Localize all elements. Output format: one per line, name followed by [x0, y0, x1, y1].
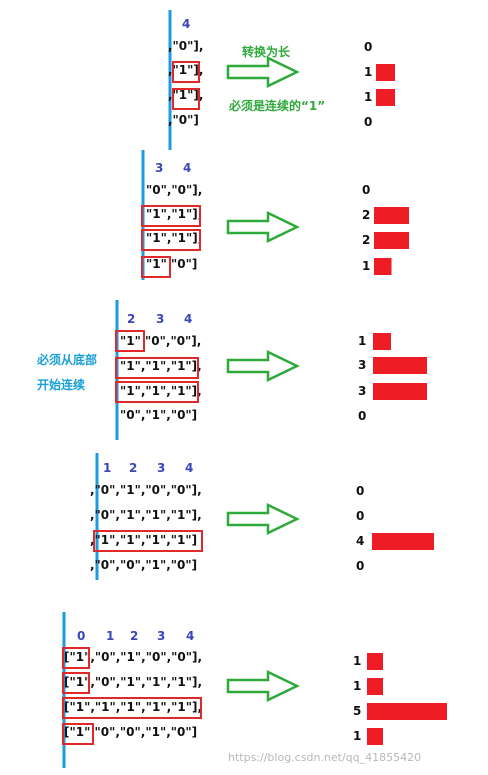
height-value: 0: [364, 115, 372, 129]
matrix-row: "1","1"],: [146, 231, 202, 245]
matrix-row: ,"0","1","0","0"],: [90, 483, 202, 497]
height-value: 0: [358, 409, 366, 423]
highlight-box: [62, 647, 90, 669]
height-value: 2: [362, 208, 370, 222]
height-bar: [367, 728, 383, 745]
column-index: 4: [186, 629, 194, 643]
height-value: 0: [356, 559, 364, 573]
column-index: 1: [106, 629, 114, 643]
highlight-box: [115, 330, 145, 352]
height-value: 0: [356, 484, 364, 498]
column-index: 4: [182, 17, 190, 31]
matrix-row: ,"0"],: [168, 39, 203, 53]
highlight-box: [62, 723, 94, 745]
column-index: 2: [130, 629, 138, 643]
highlight-box: [141, 256, 171, 278]
highlight-box: [115, 381, 199, 403]
matrix-row: ,"1"],: [168, 63, 203, 77]
matrix-row: "0","1","0"]: [120, 408, 197, 422]
matrix-row: ,"0","1","1","1"],: [90, 508, 202, 522]
highlight-box: [172, 88, 200, 110]
matrix-row: "1","1"],: [146, 207, 202, 221]
column-index: 4: [183, 161, 191, 175]
height-value: 2: [362, 233, 370, 247]
matrix-row: ,"1"],: [168, 88, 203, 102]
height-bar: [372, 533, 434, 550]
highlight-box: [93, 530, 203, 552]
height-bar: [376, 89, 395, 106]
height-bar: [367, 703, 447, 720]
height-value: 5: [353, 704, 361, 718]
highlight-box: [172, 61, 200, 83]
height-bar: [367, 678, 383, 695]
height-value: 0: [362, 183, 370, 197]
height-bar: [373, 357, 427, 374]
height-bar: [373, 383, 427, 400]
height-bar: [367, 653, 383, 670]
highlight-boxes: [62, 61, 203, 745]
matrix-row: "1","1","1"],: [120, 359, 202, 373]
column-index: 3: [156, 312, 164, 326]
matrix-row: "1" "0","0"],: [120, 334, 201, 348]
conversion-arrows: [226, 56, 300, 702]
arrow-icon: [226, 211, 300, 243]
column-index: 1: [103, 461, 111, 475]
watermark-url: https://blog.csdn.net/qq_41855420: [228, 751, 421, 764]
arrow-icon: [226, 56, 300, 88]
height-bars: [367, 64, 447, 745]
arrow-icon: [226, 350, 300, 382]
height-value: 1: [353, 679, 361, 693]
note-from-bottom-line2: 开始连续: [37, 377, 85, 392]
height-value: 1: [362, 259, 370, 273]
height-value: 0: [364, 40, 372, 54]
matrix-row: ["1","1","1","1","1"],: [64, 700, 202, 714]
note-from-bottom-line1: 必须从底部: [36, 352, 97, 367]
column-index: 4: [184, 312, 192, 326]
arrow-icon: [226, 503, 300, 535]
height-bar: [374, 232, 409, 249]
height-value: 0: [356, 509, 364, 523]
height-value: 3: [358, 358, 366, 372]
arrow-icon: [226, 670, 300, 702]
height-value: 1: [364, 90, 372, 104]
height-value: 1: [353, 654, 361, 668]
height-value: 4: [356, 534, 364, 548]
height-value: 3: [358, 384, 366, 398]
column-index: 3: [157, 629, 165, 643]
matrix-row: ["1","0","1","0","0"],: [64, 650, 202, 664]
height-bar: [374, 207, 409, 224]
height-bar: [373, 333, 391, 350]
column-index: 2: [129, 461, 137, 475]
matrix-row: ["1","0","1","1","1"],: [64, 675, 202, 689]
highlight-box: [62, 672, 90, 694]
matrix-row: ,"1","1","1","1"]: [90, 533, 197, 547]
matrix-row: "1" "0"]: [146, 257, 197, 271]
height-value: 1: [364, 65, 372, 79]
highlight-box: [62, 697, 202, 719]
highlight-box: [141, 229, 201, 251]
column-headers: 4 3 4 2 3 4 1 2 3 4 0 1 2 3 4: [77, 17, 194, 643]
height-bar: [376, 64, 395, 81]
highlight-box: [141, 205, 201, 227]
matrix-row: ,"0"]: [168, 113, 199, 127]
matrix-row: "0","0"],: [146, 183, 202, 197]
height-value: 1: [353, 729, 361, 743]
height-values: 0 1 1 0 0 2 2 1 1 3 3 0 0 0 4 0 1 1 5 1: [353, 40, 372, 743]
column-index: 3: [157, 461, 165, 475]
height-value: 1: [358, 334, 366, 348]
note-consecutive: 必须是连续的“1”: [228, 98, 325, 113]
note-convert: 转换为长: [242, 44, 291, 59]
column-index: 0: [77, 629, 85, 643]
column-index: 4: [185, 461, 193, 475]
column-index: 3: [155, 161, 163, 175]
matrix-row: ,"0","0","1","0"]: [90, 558, 197, 572]
matrix-rows: ,"0"], ,"1"], ,"1"], ,"0"] "0","0"], "1","1"]…: [64, 39, 203, 739]
column-index: 2: [127, 312, 135, 326]
matrix-row: "1","1","1"],: [120, 384, 202, 398]
highlight-box: [115, 357, 199, 379]
matrix-row: ["1" "0","0","1","0"]: [64, 725, 197, 739]
height-bar: [374, 258, 392, 275]
